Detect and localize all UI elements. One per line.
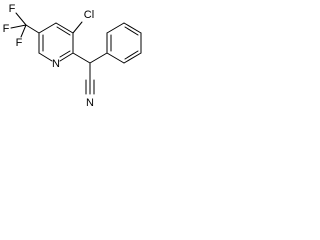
phenyl-double-bond-b (124, 26, 139, 36)
pyridine-nitrogen-label: N (52, 58, 60, 70)
phenyl-ring (89, 22, 142, 64)
pyridine-ring: N (38, 22, 74, 70)
chloro-substituent: Cl (72, 9, 94, 34)
phenyl-bond-3 (123, 22, 142, 34)
phenyl-bond-2 (106, 22, 125, 34)
structure-drawing: F F F N Cl (3, 3, 142, 109)
ring-bond-c4-c3 (55, 22, 74, 34)
bond-alpha-phenyl (89, 52, 108, 64)
cyanomethyl-group: N (72, 52, 95, 109)
bond-c3-cl (72, 21, 83, 34)
fluorine-left-label: F (3, 23, 10, 35)
ring-bond-c2-n1 (59, 52, 74, 62)
nitrile-nitrogen-label: N (86, 97, 94, 109)
ring-bond-n1-c6 (38, 52, 53, 62)
bond-c2-alpha (72, 52, 91, 64)
fluorine-top-label: F (9, 3, 16, 15)
bond-c-f-left (10, 24, 27, 29)
ring-bond-c5-c4 (38, 22, 57, 34)
trifluoromethyl-group: F F F (3, 3, 40, 49)
phenyl-double-bond-c (124, 50, 139, 60)
bond-cf3-ring (25, 24, 40, 34)
ring-double-bond-c4-c3 (56, 26, 71, 36)
fluorine-bottom-label: F (16, 37, 23, 49)
bond-c-f-top (15, 12, 27, 26)
chlorine-label: Cl (84, 9, 94, 21)
ring-double-bond-c2-n1 (59, 50, 71, 58)
phenyl-bond-6 (106, 52, 125, 64)
bond-c-f-bottom (20, 24, 27, 38)
chemical-structure: F F F N Cl (0, 0, 146, 113)
phenyl-bond-5 (123, 52, 142, 64)
